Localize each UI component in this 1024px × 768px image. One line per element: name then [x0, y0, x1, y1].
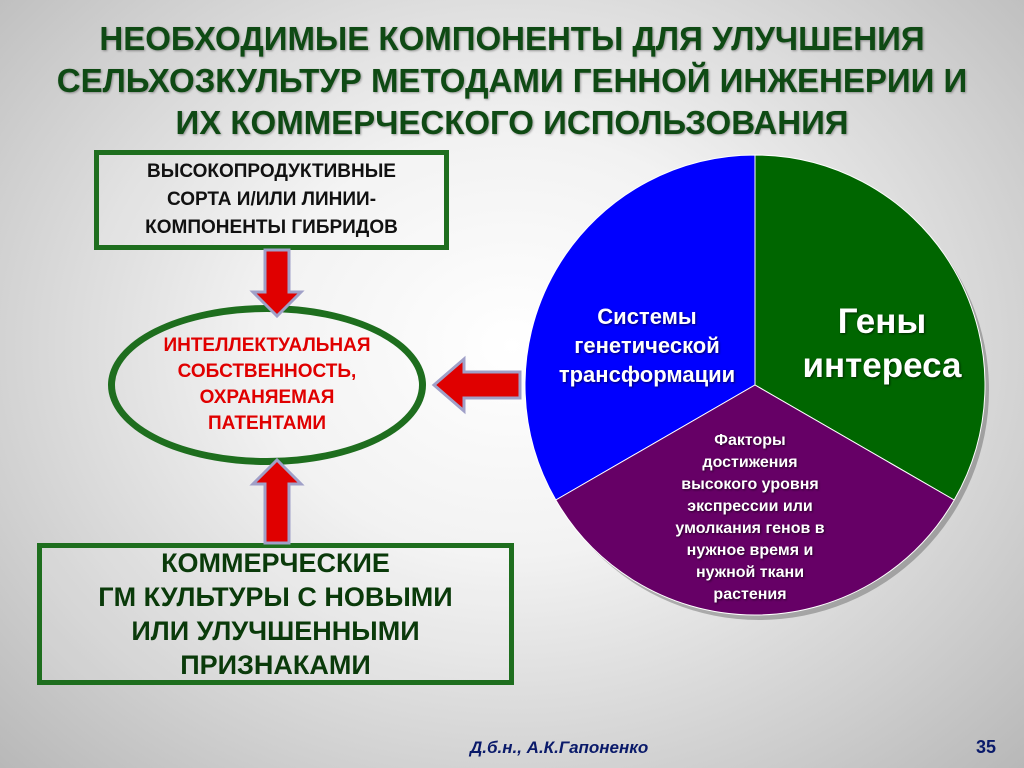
high-yield-varieties-box: ВЫСОКОПРОДУКТИВНЫЕ СОРТА И/ИЛИ ЛИНИИ- КО…: [94, 150, 449, 250]
slice-line: генетической: [574, 333, 720, 358]
ellipse-line: ИНТЕЛЛЕКТУАЛЬНАЯ: [163, 335, 371, 356]
title-line: ИХ КОММЕРЧЕСКОГО ИСПОЛЬЗОВАНИЯ: [175, 104, 849, 141]
title-line: НЕОБХОДИМЫЕ КОМПОНЕНТЫ ДЛЯ УЛУЧШЕНИЯ: [99, 20, 925, 57]
slice-line: интереса: [802, 346, 962, 385]
box-line: ИЛИ УЛУЧШЕННЫМИ: [131, 616, 420, 646]
box-line: КОММЕРЧЕСКИЕ: [161, 548, 390, 578]
slice-line: достижения: [702, 454, 798, 471]
slice-line: Системы: [597, 304, 697, 329]
slice-label-expression-factors: Факторы достижения высокого уровня экспр…: [640, 430, 860, 606]
pie-slice-expression-factors: [555, 384, 955, 616]
box-line: СОРТА И/ИЛИ ЛИНИИ-: [166, 189, 377, 210]
slice-label-genes-of-interest: Гены интереса: [782, 300, 982, 388]
ellipse-line: СОБСТВЕННОСТЬ,: [177, 361, 357, 382]
arrow-left-icon: [431, 355, 522, 415]
page-title: НЕОБХОДИМЫЕ КОМПОНЕНТЫ ДЛЯ УЛУЧШЕНИЯ СЕЛ…: [10, 18, 1014, 144]
commercial-gm-crops-box: КОММЕРЧЕСКИЕ ГМ КУЛЬТУРЫ С НОВЫМИ ИЛИ УЛ…: [37, 543, 514, 685]
arrow-down-icon: [249, 248, 305, 319]
box-line: ПРИЗНАКАМИ: [180, 650, 371, 680]
slice-line: Факторы: [714, 432, 786, 449]
slice-line: высокого уровня: [681, 476, 819, 493]
slice-label-transformation-systems: Системы генетической трансформации: [527, 302, 767, 389]
arrow-up-icon: [249, 457, 305, 545]
title-line: СЕЛЬХОЗКУЛЬТУР МЕТОДАМИ ГЕННОЙ ИНЖЕНЕРИИ…: [56, 62, 968, 99]
ellipse-line: ОХРАНЯЕМАЯ: [199, 387, 335, 408]
slice-line: умолкания генов в: [675, 520, 825, 537]
ellipse-line: ПАТЕНТАМИ: [207, 413, 327, 434]
slice-line: трансформации: [558, 362, 736, 387]
slice-line: растения: [713, 586, 787, 603]
slice-line: экспрессии или: [687, 498, 813, 515]
pie-slice-genes-of-interest: [754, 154, 986, 501]
box-line: КОМПОНЕНТЫ ГИБРИДОВ: [145, 217, 398, 238]
box-line: ВЫСОКОПРОДУКТИВНЫЕ: [147, 161, 396, 182]
slice-line: Гены: [837, 302, 927, 341]
pie-slice-transformation-systems: [524, 154, 756, 501]
author-credit: Д.б.н., А.К.Гапоненко: [470, 738, 649, 757]
intellectual-property-ellipse: ИНТЕЛЛЕКТУАЛЬНАЯ СОБСТВЕННОСТЬ, ОХРАНЯЕМ…: [108, 305, 426, 465]
slice-line: нужной ткани: [695, 564, 805, 581]
slice-line: нужное время и: [686, 542, 814, 559]
page-number: 35: [976, 737, 997, 757]
box-line: ГМ КУЛЬТУРЫ С НОВЫМИ: [98, 582, 453, 612]
